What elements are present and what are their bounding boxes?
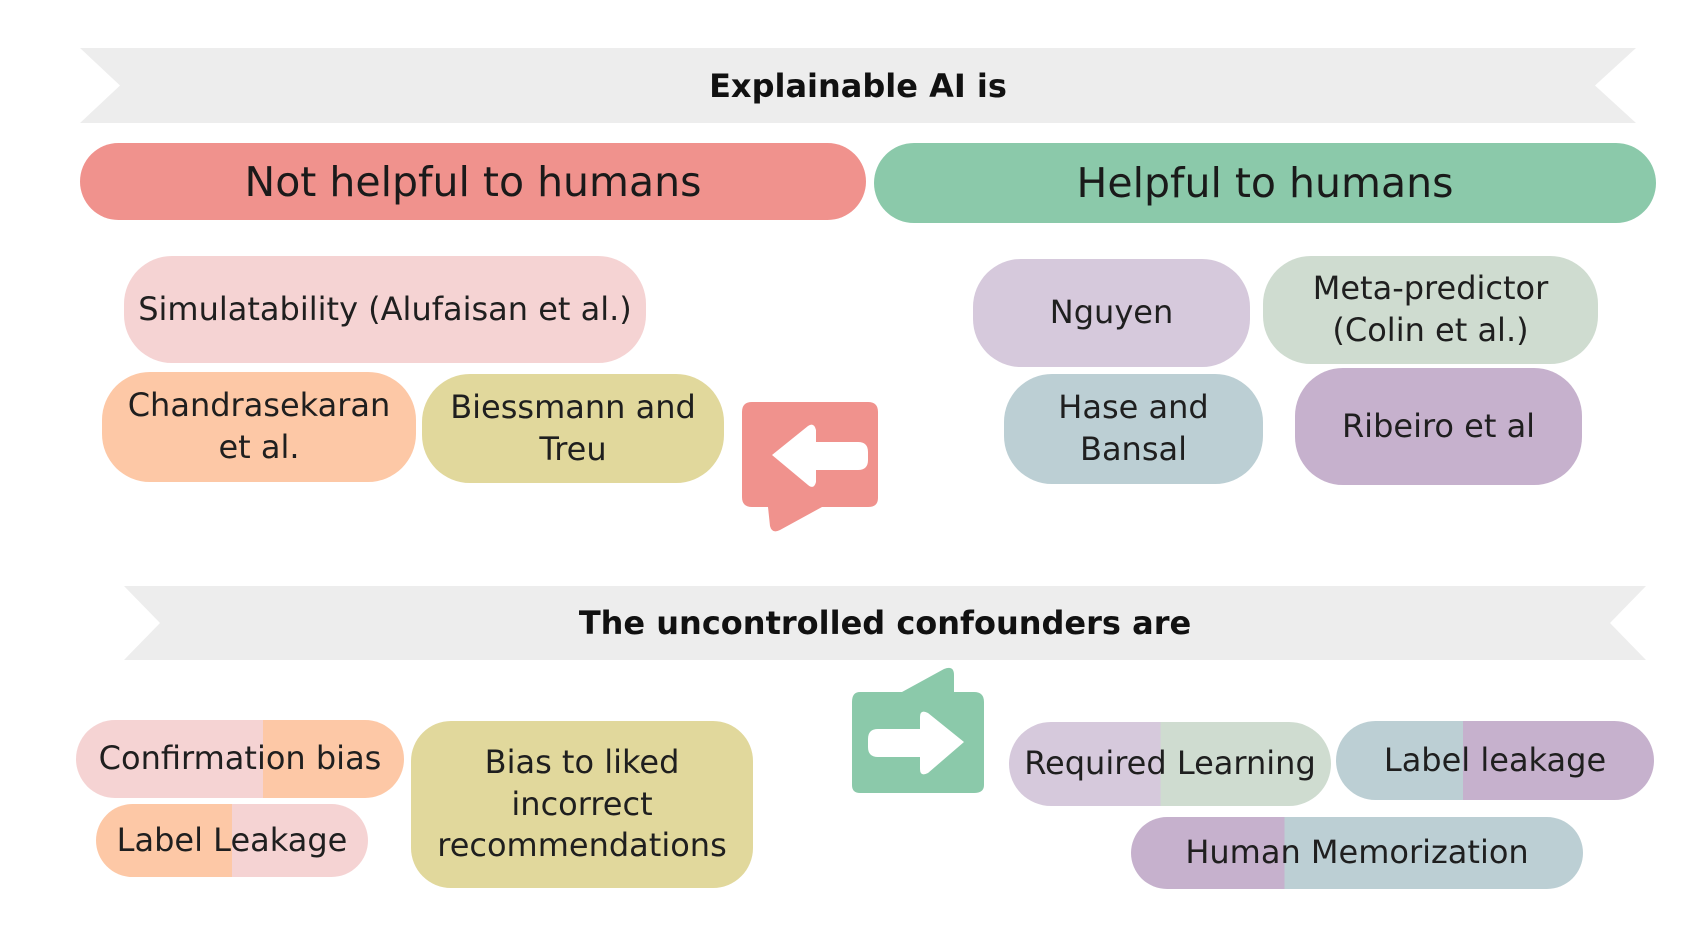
chandrasekaran-pill: Chandrasekaran et al.: [102, 372, 416, 482]
meta-predictor-pill: Meta-predictor (Colin et al.): [1263, 256, 1598, 364]
banner-title: The uncontrolled confounders are: [578, 604, 1192, 642]
required-learning-pill: Required Learning: [1009, 722, 1331, 806]
confirmation-bias-pill: Confirmation bias: [76, 720, 404, 798]
bias-liked-pill: Bias to liked incorrect recommendations: [411, 721, 753, 888]
human-memorization-pill: Human Memorization: [1131, 817, 1583, 889]
arrow-left-icon: [740, 400, 880, 535]
ribeiro-pill: Ribeiro et al: [1295, 368, 1582, 485]
label-leakage-right-pill: Label leakage: [1336, 721, 1654, 800]
simulatability-pill: Simulatability (Alufaisan et al.): [124, 256, 646, 363]
top-banner: Explainable AI is: [80, 48, 1636, 123]
not-helpful-header: Not helpful to humans: [80, 143, 866, 220]
biessmann-pill: Biessmann and Treu: [422, 374, 724, 483]
banner-ribbon-shape: [80, 48, 1636, 123]
helpful-header: Helpful to humans: [874, 143, 1656, 223]
bottom-banner: The uncontrolled confounders are: [124, 586, 1646, 660]
hase-pill: Hase and Bansal: [1004, 374, 1263, 484]
nguyen-pill: Nguyen: [973, 259, 1250, 367]
banner-title: Explainable AI is: [709, 66, 1007, 105]
banner-ribbon-shape: [124, 586, 1646, 660]
arrow-right-icon: [850, 665, 986, 795]
label-leakage-left-pill: Label Leakage: [96, 804, 368, 877]
